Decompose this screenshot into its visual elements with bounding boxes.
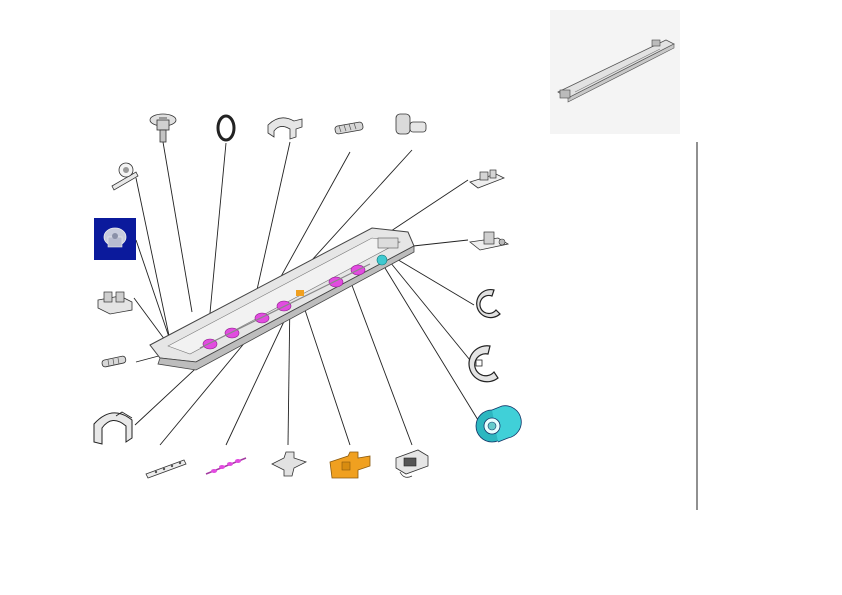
e-ring-icon [468, 345, 499, 383]
plate-icon [271, 451, 308, 477]
bearing-mounted [376, 254, 388, 266]
e-ring-icon [476, 288, 501, 319]
gear-mount [296, 290, 304, 296]
assembly-icon [557, 39, 675, 103]
spring-icon [101, 355, 127, 368]
bearing-icon [475, 405, 522, 443]
highlighted-screw-panel [94, 218, 136, 260]
main-tray-assembly [149, 227, 415, 371]
saddle-icon [93, 411, 133, 445]
spring-icon [111, 162, 139, 191]
bracket-icon [97, 291, 133, 315]
ring-icon [216, 114, 236, 142]
screw-icon [395, 113, 427, 135]
shaft-icon [205, 457, 247, 475]
gear-icon [329, 451, 371, 479]
saddle-icon [267, 117, 303, 140]
strip-icon [145, 459, 187, 479]
bracket-icon [395, 449, 429, 478]
assembly-thumbnail [550, 10, 680, 134]
clip-icon [469, 169, 505, 189]
spring-icon [334, 121, 364, 135]
clip-icon [469, 231, 510, 251]
screw-icon [103, 227, 127, 248]
screw-icon [149, 113, 177, 143]
